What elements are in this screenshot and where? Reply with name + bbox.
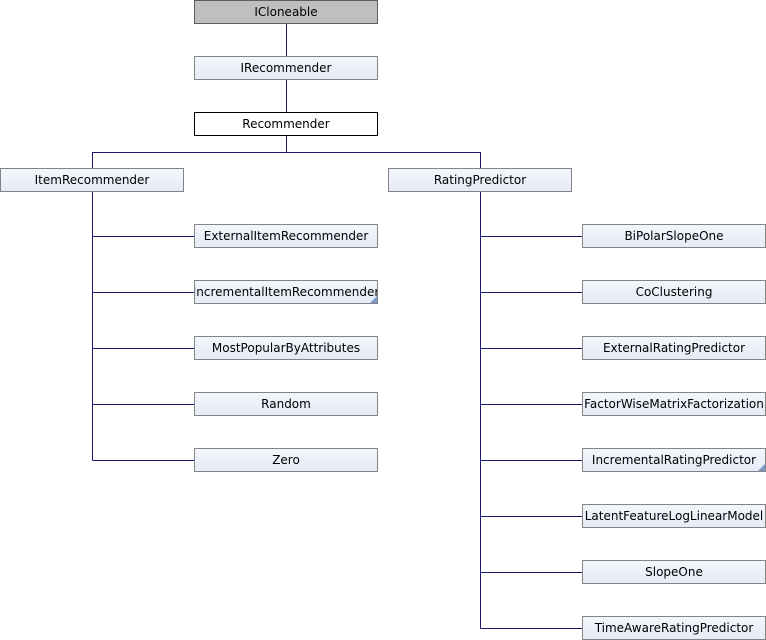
class-node-bipolar-slope-one[interactable]: BiPolarSlopeOne: [582, 224, 766, 248]
class-node-rating-predictor[interactable]: RatingPredictor: [388, 168, 572, 192]
class-node-item-recommender[interactable]: ItemRecommender: [0, 168, 184, 192]
class-node-zero[interactable]: Zero: [194, 448, 378, 472]
class-node-random[interactable]: Random: [194, 392, 378, 416]
class-node-slope-one[interactable]: SlopeOne: [582, 560, 766, 584]
class-node-external-item-recommender[interactable]: ExternalItemRecommender: [194, 224, 378, 248]
class-node-label: IncrementalRatingPredictor: [591, 453, 757, 467]
edge-rating-predictor-recommender: [286, 152, 481, 168]
class-node-external-rating-predictor[interactable]: ExternalRatingPredictor: [582, 336, 766, 360]
class-node-co-clustering[interactable]: CoClustering: [582, 280, 766, 304]
class-node-label: IncrementalItemRecommender: [194, 285, 378, 299]
class-node-factor-wise-matrix-factorization[interactable]: FactorWiseMatrixFactorization: [582, 392, 766, 416]
class-node-incremental-rating-predictor[interactable]: IncrementalRatingPredictor: [582, 448, 766, 472]
has-subclasses-marker-icon: [758, 464, 765, 471]
has-subclasses-marker-icon: [370, 296, 377, 303]
class-node-recommender: Recommender: [194, 112, 378, 136]
class-node-most-popular-by-attributes[interactable]: MostPopularByAttributes: [194, 336, 378, 360]
class-node-irecommender[interactable]: IRecommender: [194, 56, 378, 80]
edge-item-recommender-recommender: [92, 152, 287, 168]
class-node-time-aware-rating-predictor[interactable]: TimeAwareRatingPredictor: [582, 616, 766, 640]
class-node-incremental-item-recommender[interactable]: IncrementalItemRecommender: [194, 280, 378, 304]
class-node-latent-feature-log-linear-model[interactable]: LatentFeatureLogLinearModel: [582, 504, 766, 528]
class-node-icloneable: ICloneable: [194, 0, 378, 24]
